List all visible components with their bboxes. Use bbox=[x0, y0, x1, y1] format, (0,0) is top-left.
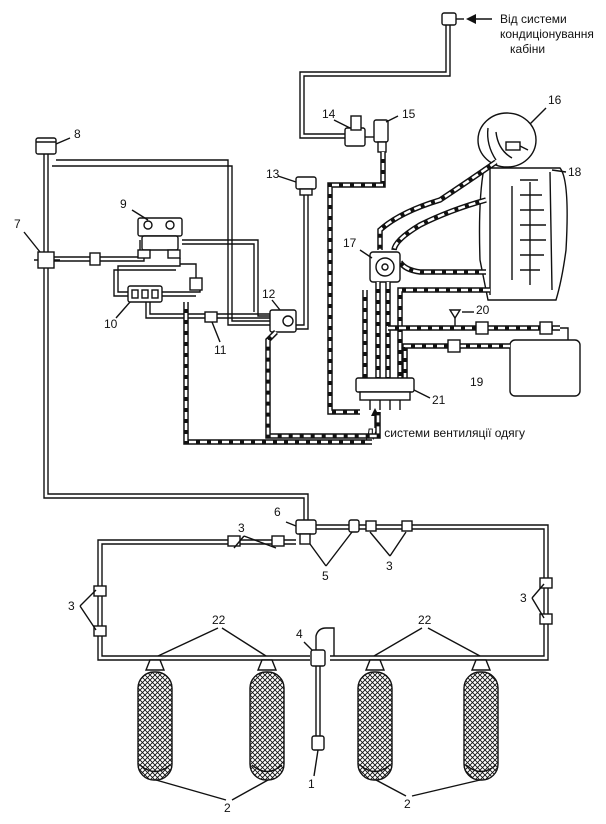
pilot-suit bbox=[478, 167, 568, 301]
oxygen-cylinder-icon bbox=[137, 659, 173, 781]
label-18: 18 bbox=[568, 165, 582, 179]
label-8: 8 bbox=[74, 127, 81, 141]
label-20: 20 bbox=[476, 303, 490, 317]
cabin-supply-line bbox=[299, 12, 464, 139]
ventilation-label: До системи вентиляції одягу bbox=[366, 426, 525, 440]
label-14: 14 bbox=[322, 107, 336, 121]
label-1: 1 bbox=[308, 777, 315, 791]
device-4 bbox=[310, 627, 335, 667]
label-3-d: 3 bbox=[520, 591, 527, 605]
label-12: 12 bbox=[262, 287, 276, 301]
pressure-helmet-icon bbox=[477, 112, 537, 168]
label-6: 6 bbox=[274, 505, 281, 519]
valve-14 bbox=[344, 115, 366, 147]
device-13 bbox=[295, 176, 317, 196]
device-19 bbox=[509, 339, 581, 397]
source-label-line2: кондиціонування bbox=[500, 27, 594, 41]
label-21: 21 bbox=[432, 393, 446, 407]
label-11: 11 bbox=[214, 343, 227, 357]
oxygen-cylinder-icon bbox=[463, 659, 499, 781]
oxygen-cylinder-icon bbox=[357, 659, 393, 781]
manifold-21 bbox=[355, 377, 415, 410]
label-2-right: 2 bbox=[404, 797, 411, 811]
device-11 bbox=[204, 311, 218, 323]
label-4: 4 bbox=[296, 627, 303, 641]
device-9 bbox=[137, 217, 183, 259]
label-3-a: 3 bbox=[238, 521, 245, 535]
oxygen-cylinder-icon bbox=[249, 659, 285, 781]
device-17 bbox=[369, 251, 401, 283]
device-10 bbox=[127, 285, 163, 303]
label-10: 10 bbox=[104, 317, 118, 331]
label-15: 15 bbox=[402, 107, 416, 121]
label-3-b: 3 bbox=[386, 559, 393, 573]
label-7: 7 bbox=[14, 217, 21, 231]
label-3-c: 3 bbox=[68, 599, 75, 613]
label-2-left: 2 bbox=[224, 801, 231, 815]
valve-15 bbox=[365, 119, 389, 153]
label-13: 13 bbox=[266, 167, 280, 181]
label-19: 19 bbox=[470, 375, 484, 389]
label-22-left: 22 bbox=[212, 613, 226, 627]
device-6 bbox=[285, 519, 317, 545]
source-label-line3: кабіни bbox=[510, 42, 545, 56]
device-7 bbox=[34, 251, 60, 269]
source-label-line1: Від системи bbox=[500, 12, 567, 26]
label-9: 9 bbox=[120, 197, 127, 211]
device-1 bbox=[311, 735, 325, 751]
label-5: 5 bbox=[322, 569, 329, 583]
label-17: 17 bbox=[343, 236, 357, 250]
device-8 bbox=[35, 137, 57, 155]
label-16: 16 bbox=[548, 93, 562, 107]
device-12 bbox=[269, 309, 297, 333]
arrow-left-icon bbox=[466, 14, 492, 24]
label-22-right: 22 bbox=[418, 613, 432, 627]
